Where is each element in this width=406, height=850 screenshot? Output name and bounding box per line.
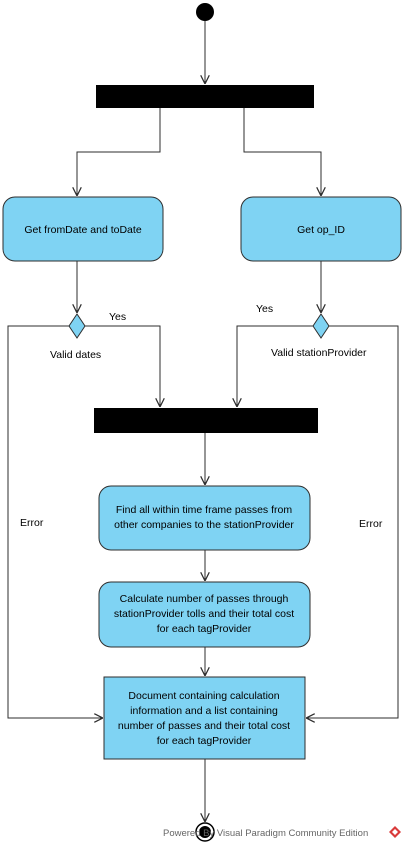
object-node-line-3: number of passes and their total cost <box>118 720 290 732</box>
edge-right-error <box>307 325 399 718</box>
decision-left-label: Valid dates <box>50 349 101 361</box>
decision-valid-station-provider <box>312 313 330 339</box>
edge-left-error <box>7 325 102 718</box>
action-get-op-id-label: Get op_ID <box>297 224 345 236</box>
guard-left-yes: Yes <box>109 311 126 323</box>
initial-node <box>196 3 214 21</box>
decision-valid-dates <box>68 313 86 339</box>
object-node-line-1: Document containing calculation <box>128 690 279 702</box>
action-get-dates: Get fromDate and toDate <box>2 196 164 262</box>
object-node-line-4: for each tagProvider <box>157 735 252 747</box>
final-node <box>195 822 215 842</box>
fork-bar <box>96 85 314 108</box>
decision-right-label: Valid stationProvider <box>271 347 367 359</box>
action-calculate-line-1: Calculate number of passes through <box>120 593 289 605</box>
action-calculate-line-3: for each tagProvider <box>157 623 252 635</box>
guard-right-error: Error <box>359 518 383 530</box>
edge-right-yes <box>237 325 313 406</box>
edge-fork-to-get-dates <box>77 108 161 195</box>
edge-fork-to-get-op <box>243 108 321 195</box>
action-calculate-line-2: stationProvider tolls and their total co… <box>114 608 294 620</box>
edge-left-yes <box>85 325 160 406</box>
action-get-op-id: Get op_ID <box>240 196 402 262</box>
guard-left-error: Error <box>20 517 44 529</box>
action-find-passes: Find all within time frame passes from o… <box>98 485 311 551</box>
action-calculate: Calculate number of passes through stati… <box>98 581 311 648</box>
watermark-text: Powered By Visual Paradigm Community Edi… <box>163 828 368 839</box>
edges <box>7 21 399 821</box>
guard-right-yes: Yes <box>256 303 273 315</box>
action-get-dates-label: Get fromDate and toDate <box>24 224 141 236</box>
action-find-passes-line-2: other companies to the stationProvider <box>114 519 294 531</box>
visual-paradigm-logo-icon <box>389 826 401 838</box>
object-node-document: Document containing calculation informat… <box>103 676 306 760</box>
action-find-passes-line-1: Find all within time frame passes from <box>116 504 292 516</box>
object-node-line-2: information and a list containing <box>130 705 278 717</box>
join-bar <box>94 408 318 433</box>
